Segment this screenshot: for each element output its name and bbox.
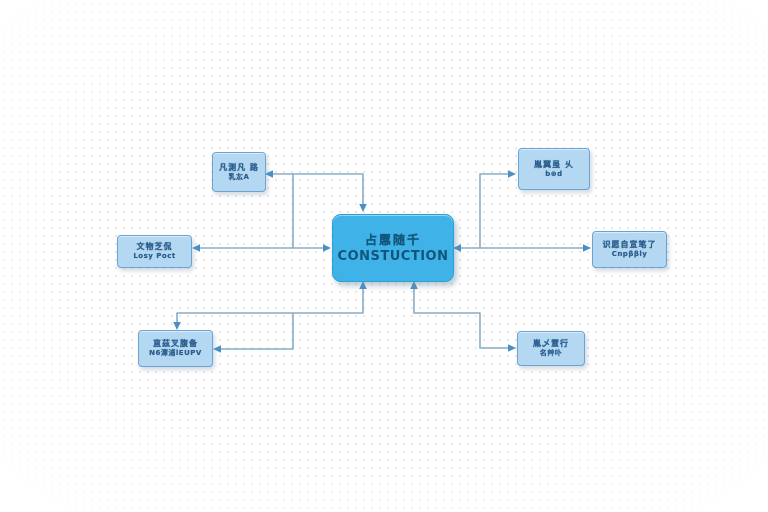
arrowhead-into-right-box — [583, 244, 591, 252]
arrowhead-into-center-left — [323, 244, 331, 252]
node-center-line1: 占慝随千 — [364, 232, 421, 247]
arrowhead-into-center-bottom-left — [359, 281, 367, 289]
node-bottom-left: 直茲叉腹备 N6潭浦lEUPV — [138, 330, 213, 367]
arrowhead-into-bottomright-box — [508, 344, 516, 352]
arrowhead-into-bottomleft-box-side — [213, 345, 221, 353]
connector-center-bottomright — [413, 282, 511, 349]
node-top-left: 凡測凡 路 乳厷A — [212, 152, 266, 192]
arrowhead-into-topright-box — [508, 170, 516, 178]
node-bottom-right-line1: 胤乄置行 — [533, 339, 569, 348]
node-center: 占慝随千 CONSTUCTION — [332, 214, 454, 282]
node-top-right-line1: 胤翼虽 乆 — [534, 159, 574, 169]
node-top-right: 胤翼虽 乆 b⊛d — [518, 148, 590, 190]
node-bottom-left-line2: N6潭浦lEUPV — [149, 349, 202, 358]
node-right-line2: Cnpββly — [611, 250, 648, 259]
arrowhead-into-center-bottom-right — [410, 281, 418, 289]
node-right-line1: 识愿自宣笔了 — [602, 240, 657, 249]
connector-center-top-to-topleft — [265, 173, 364, 207]
node-top-left-line1: 凡測凡 路 — [219, 162, 259, 172]
node-left-line2: Losy Poct — [133, 252, 176, 261]
node-top-right-line2: b⊛d — [545, 169, 563, 178]
arrowhead-into-center-right — [453, 244, 461, 252]
connector-center-bottomleft-top — [176, 282, 364, 325]
node-left: 文物芝侃 Losy Poct — [117, 235, 192, 268]
arrowhead-into-left-box — [192, 244, 200, 252]
arrowhead-into-bottomleft-box-top — [173, 322, 181, 330]
node-center-line2: CONSTUCTION — [337, 248, 449, 264]
arrowhead-into-topleft-box — [265, 170, 273, 178]
node-bottom-right: 胤乄置行 名艸卟 — [517, 331, 585, 366]
node-bottom-right-line2: 名艸卟 — [539, 349, 563, 358]
node-right: 识愿自宣笔了 Cnpββly — [592, 231, 667, 268]
node-bottom-left-line1: 直茲叉腹备 — [153, 339, 198, 348]
node-top-left-line2: 乳厷A — [228, 172, 250, 181]
node-left-line1: 文物芝侃 — [136, 242, 173, 251]
connector-branch-topright — [479, 173, 511, 249]
arrowhead-into-center-top — [359, 204, 367, 212]
connector-branch-bottomleft-side — [216, 312, 294, 350]
